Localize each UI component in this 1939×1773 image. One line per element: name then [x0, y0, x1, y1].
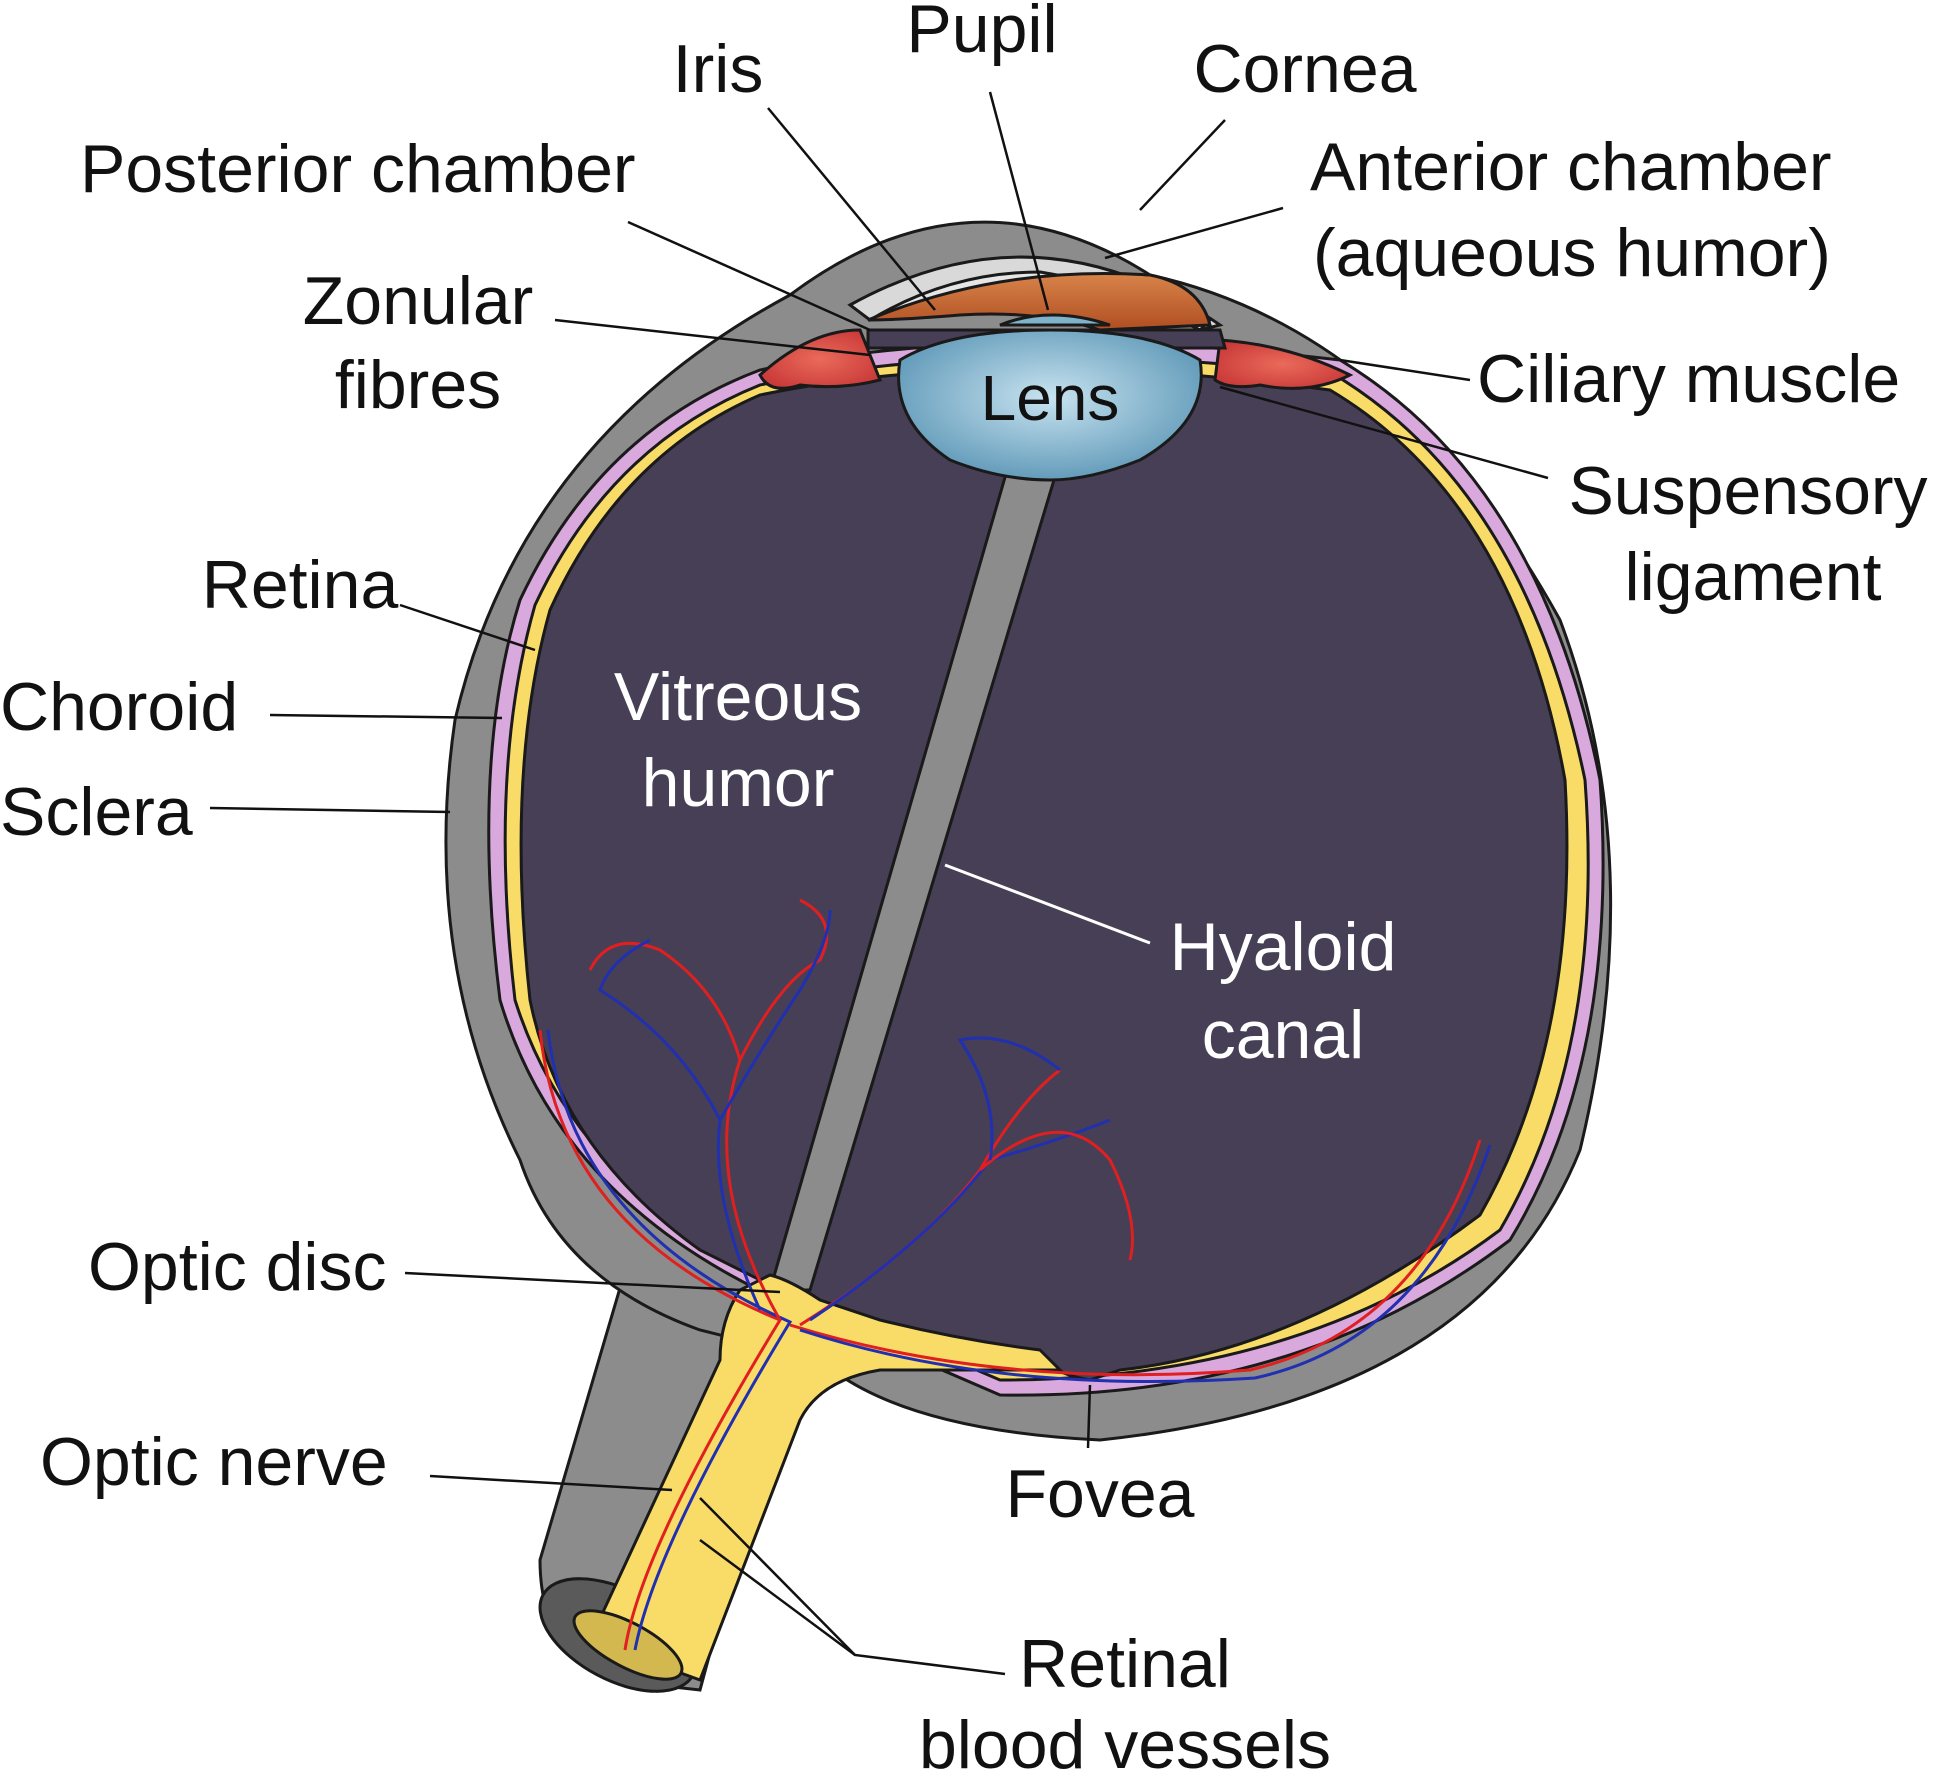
label-canal: canal — [1202, 997, 1365, 1073]
label-anterior-chamber: Anterior chamber — [1310, 129, 1832, 205]
label-vitreous: Vitreous — [614, 659, 862, 735]
label-ciliary-muscle: Ciliary muscle — [1477, 341, 1900, 417]
label-suspensory: Suspensory — [1568, 453, 1927, 529]
label-lens: Lens — [981, 362, 1120, 434]
label-pupil: Pupil — [906, 0, 1057, 67]
label-optic-disc: Optic disc — [88, 1229, 387, 1305]
label-fibres: fibres — [335, 347, 501, 423]
label-zonular: Zonular — [303, 263, 534, 339]
label-fovea: Fovea — [1006, 1456, 1195, 1532]
label-iris: Iris — [673, 31, 764, 107]
iris — [867, 271, 1212, 332]
label-cornea: Cornea — [1193, 31, 1416, 107]
leader-lines — [209, 91, 1549, 1676]
label-optic-nerve: Optic nerve — [40, 1424, 388, 1500]
label-retina: Retina — [202, 547, 399, 623]
ciliary-muscle — [758, 328, 1354, 390]
label-blood-vessels: blood vessels — [919, 1707, 1331, 1773]
optic-nerve — [572, 1273, 1064, 1682]
pupil — [999, 313, 1111, 327]
label-choroid: Choroid — [0, 669, 238, 745]
label-ligament: ligament — [1624, 539, 1881, 615]
label-humor: humor — [642, 745, 835, 821]
label-sclera: Sclera — [0, 774, 193, 850]
retinal-blood-vessels — [538, 898, 1492, 1651]
vitreous-body — [519, 367, 1569, 1382]
label-posterior-chamber: Posterior chamber — [80, 131, 636, 207]
label-retinal: Retinal — [1019, 1626, 1231, 1702]
label-hyaloid: Hyaloid — [1170, 909, 1397, 985]
label-anterior-chamber-sub: (aqueous humor) — [1313, 215, 1831, 291]
lens — [897, 328, 1203, 482]
